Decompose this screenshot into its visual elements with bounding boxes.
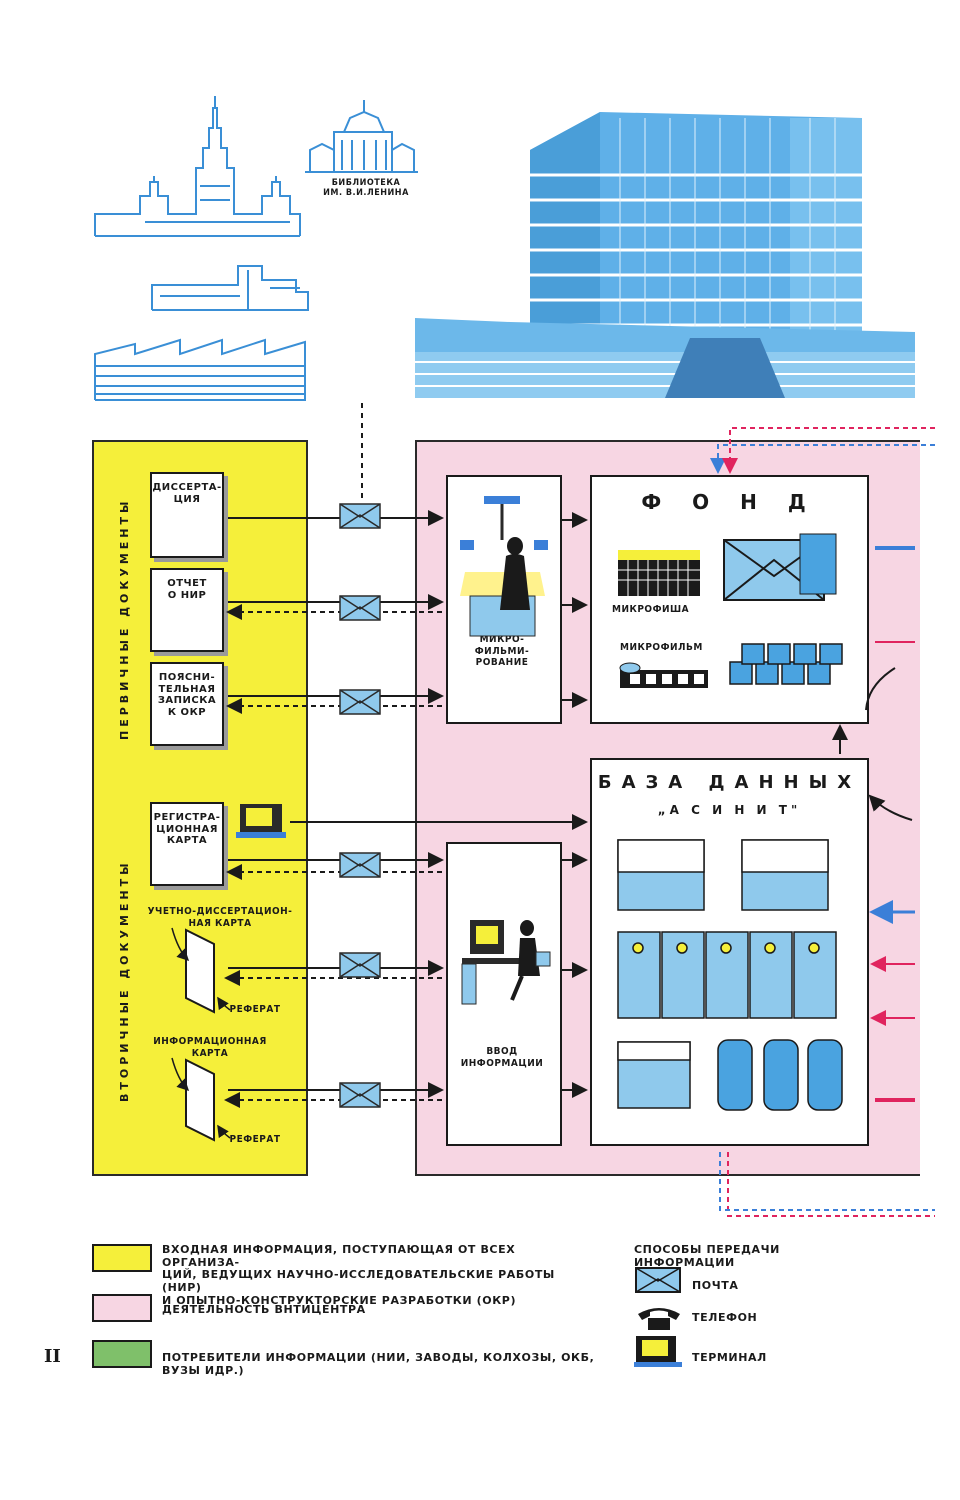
university-building (94, 96, 301, 237)
microfilming-operator (460, 496, 548, 637)
fiche-envelope-icon (723, 533, 837, 601)
page-number: II (44, 1346, 61, 1367)
microfilming-label: МИКРО- ФИЛЬМИ- РОВАНИЕ (474, 634, 530, 668)
film-canisters-icon (729, 643, 843, 685)
terminal-icon (236, 804, 286, 838)
legend-terminal-icon (634, 1336, 682, 1367)
library-label: БИБЛИОТЕКА им. В.И.ЛЕНИНА (323, 178, 409, 199)
database-title: БАЗА ДАННЫХ (597, 772, 862, 793)
legend-green-swatch (92, 1340, 152, 1368)
buildings-illustration (94, 96, 915, 401)
card-note-abstract-1: РЕФЕРАТ (229, 1004, 281, 1015)
legend-transfer-title: СПОСОБЫ ПЕРЕДАЧИ ИНФОРМАЦИИ (634, 1243, 780, 1269)
document-okr-note: ПОЯСНИ- ТЕЛЬНАЯ ЗАПИСКА К ОКР (150, 662, 224, 746)
legend-phone-icon (638, 1308, 680, 1330)
institute-building (151, 265, 309, 311)
library-building (305, 100, 418, 173)
document-nir-report: ОТЧЕТ О НИР (150, 568, 224, 652)
card-title-dissertation: УЧЕТНО-ДИССЕРТАЦИОН- НАЯ КАРТА (147, 906, 293, 929)
legend-terminal-text: ТЕРМИНАЛ (692, 1351, 767, 1364)
microfiche-icon (618, 550, 700, 596)
legend-green-text: ПОТРЕБИТЕЛИ ИНФОРМАЦИИ (НИИ, ЗАВОДЫ, КОЛ… (162, 1351, 595, 1377)
microfilm-label: МИКРОФИЛЬМ (620, 642, 703, 653)
legend-mail-icon (635, 1267, 681, 1293)
card-dissertation (185, 928, 215, 1014)
legend-yellow-text: ВХОДНАЯ ИНФОРМАЦИЯ, ПОСТУПАЮЩАЯ ОТ ВСЕХ … (162, 1243, 555, 1307)
flow-diagram (171, 400, 935, 1217)
card-title-information: ИНФОРМАЦИОННАЯ КАРТА (153, 1036, 267, 1059)
input-label: ВВОД ИНФОРМАЦИИ (460, 1046, 544, 1069)
card-information (185, 1058, 215, 1142)
legend-pink-swatch (92, 1294, 152, 1322)
microfilm-reel-icon (619, 662, 708, 688)
factory-building (94, 338, 306, 401)
document-dissertation: ДИССЕРТА- ЦИЯ (150, 472, 224, 558)
external-arrows (710, 427, 935, 1217)
legend-yellow-swatch (92, 1244, 152, 1272)
mail-envelopes (339, 503, 381, 1108)
document-registration-card: РЕГИСТРА- ЦИОННАЯ КАРТА (150, 802, 224, 886)
database-subtitle: „А С И Н И Т" (657, 803, 802, 817)
legend-mail-text: ПОЧТА (692, 1279, 739, 1292)
legend-phone-text: ТЕЛЕФОН (692, 1311, 758, 1324)
vnticentr-building (415, 112, 915, 398)
card-note-abstract-2: РЕФЕРАТ (229, 1134, 281, 1145)
database-equipment (617, 839, 843, 1111)
microfiche-label: МИКРОФИША (612, 604, 690, 615)
input-operator (461, 920, 551, 1005)
fond-title: Ф О Н Д (641, 490, 818, 514)
legend-pink-text: ДЕЯТЕЛЬНОСТЬ ВНТИЦЕНТРА (162, 1303, 366, 1316)
